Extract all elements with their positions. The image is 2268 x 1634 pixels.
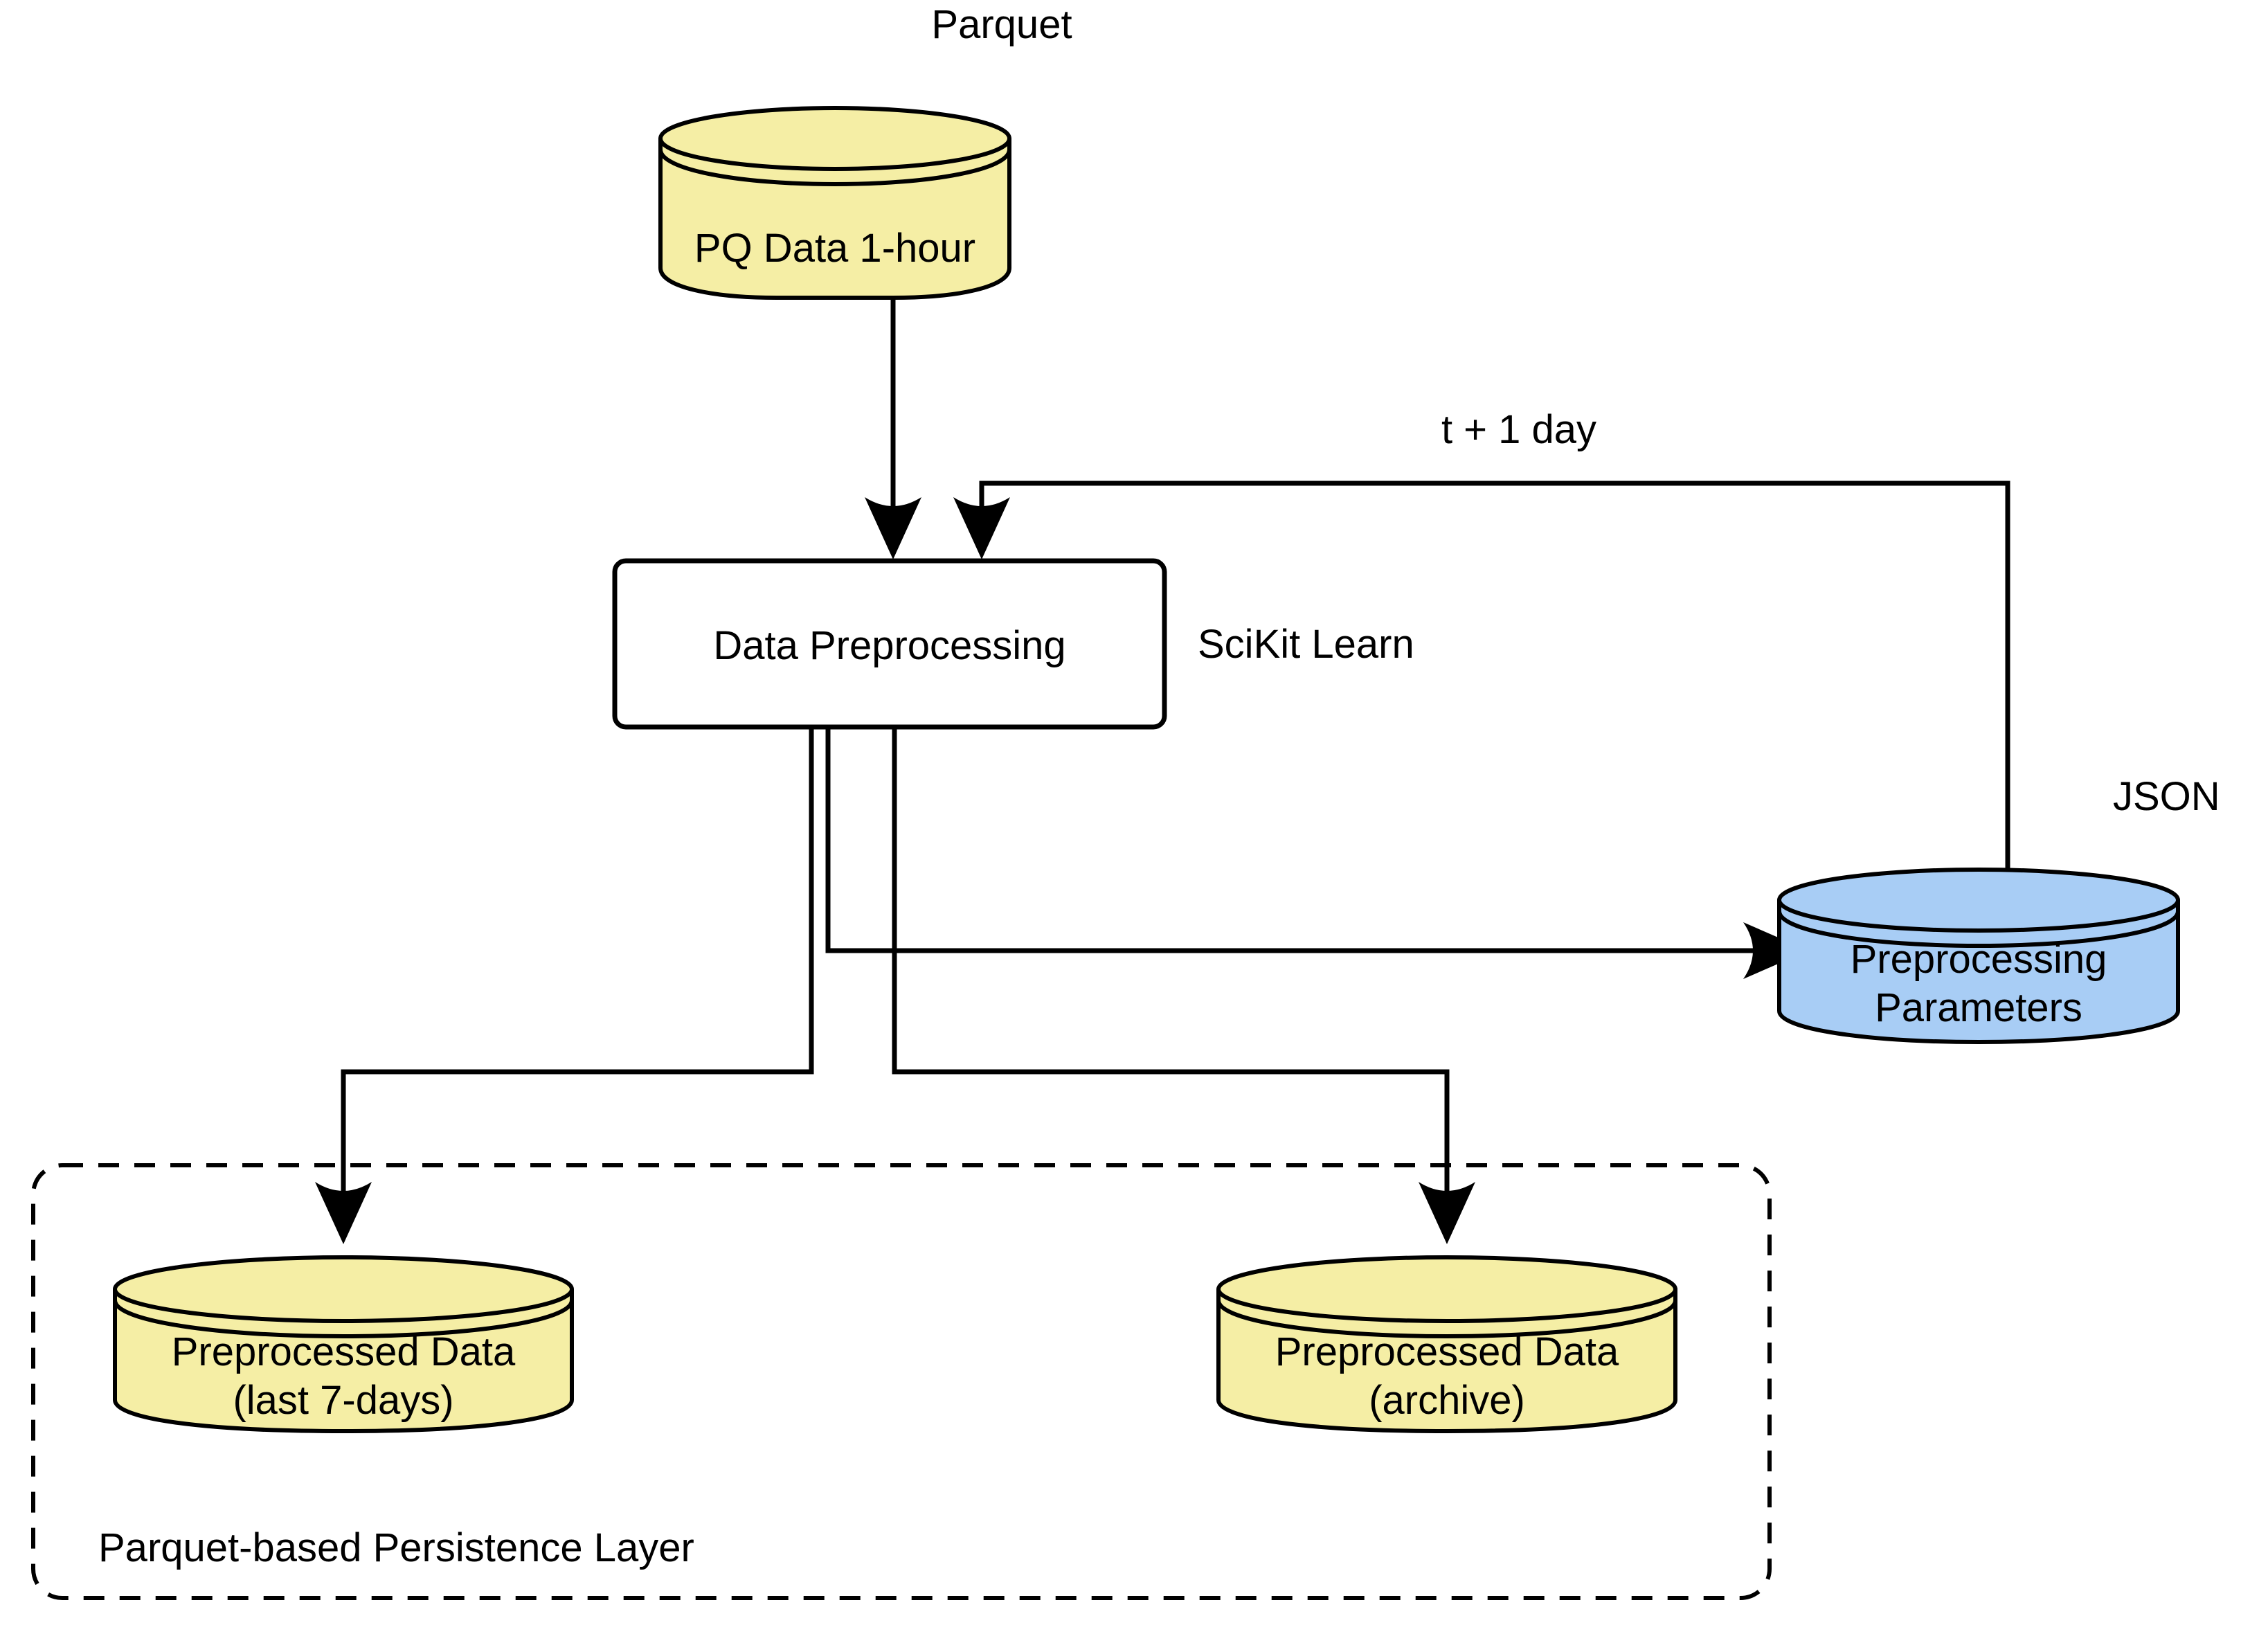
t-plus-one-day-label: t + 1 day xyxy=(1441,407,1596,452)
node-data-preprocessing[interactable] xyxy=(612,558,1167,730)
edge-preprocessing-to-recent xyxy=(315,727,814,1244)
edge-source-to-preprocessing xyxy=(865,294,921,559)
node-pq-data-source[interactable] xyxy=(658,106,1011,300)
scikit-learn-annotation-label: SciKit Learn xyxy=(1198,622,1414,667)
preprocessed-data-recent-label-line2: (last 7-days) xyxy=(233,1378,453,1423)
data-preprocessing-label: Data Preprocessing xyxy=(713,623,1065,668)
preprocessing-parameters-label-line2: Parameters xyxy=(1875,985,2082,1030)
node-preprocessed-data-recent[interactable] xyxy=(113,1255,574,1433)
preprocessed-data-archive-label-line2: (archive) xyxy=(1369,1378,1525,1423)
persistence-layer-label: Parquet-based Persistence Layer xyxy=(98,1525,694,1570)
json-annotation-label: JSON xyxy=(2113,774,2220,819)
pq-data-label: PQ Data 1-hour xyxy=(694,226,975,271)
parquet-annotation-label: Parquet xyxy=(931,2,1072,47)
edge-params-feedback-to-preprocessing xyxy=(953,481,2010,871)
node-preprocessed-data-archive[interactable] xyxy=(1216,1255,1677,1433)
edge-preprocessing-to-archive xyxy=(892,727,1475,1244)
preprocessing-parameters-label-line1: Preprocessing xyxy=(1851,937,2107,982)
node-preprocessing-parameters[interactable] xyxy=(1777,868,2180,1044)
preprocessed-data-archive-label-line1: Preprocessed Data xyxy=(1275,1329,1619,1374)
edge-preprocessing-to-params xyxy=(825,727,1808,979)
persistence-layer-group xyxy=(31,1163,1772,1600)
preprocessed-data-recent-label-line1: Preprocessed Data xyxy=(172,1329,516,1374)
